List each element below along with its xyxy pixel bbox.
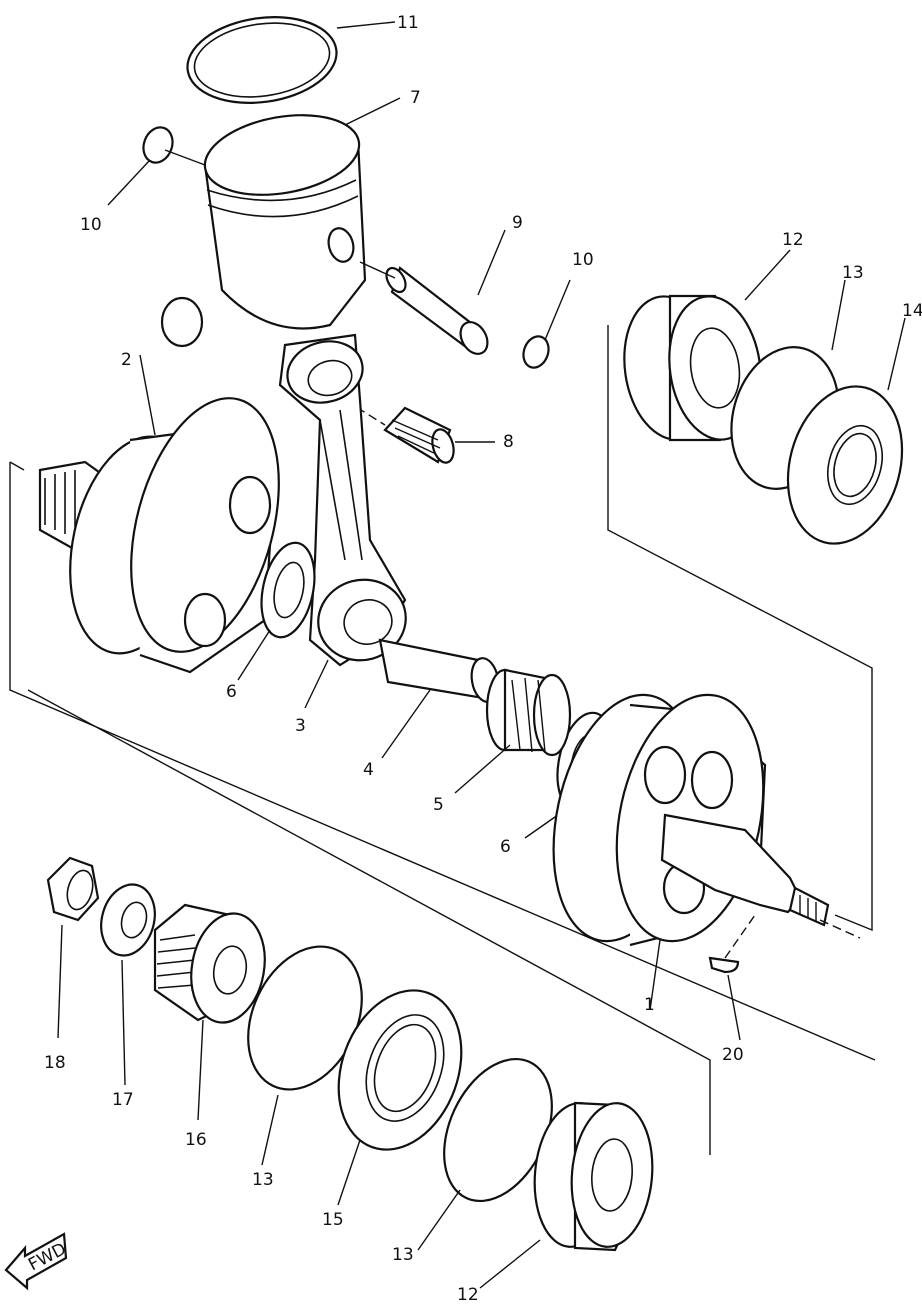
callout-labels: 11 7 10 9 10 8 2 6 3 4 5 6 1 20 12 13 14… (25, 13, 922, 1305)
lock-washer (100, 883, 156, 1086)
callout-crank-right: 1 (644, 995, 655, 1015)
piston-pin (359, 229, 506, 355)
callout-piston: 7 (410, 88, 421, 108)
big-end-bearing (454, 668, 572, 794)
circlip-right (522, 279, 571, 369)
piston-ring (186, 16, 396, 104)
callout-key: 20 (722, 1045, 744, 1065)
circlip-lower-b (417, 1057, 553, 1251)
callout-oil-seal-lower: 15 (322, 1210, 344, 1230)
callout-bearing-upper: 12 (782, 230, 804, 250)
callout-crank-left: 2 (121, 350, 132, 370)
crank-left (38, 296, 280, 674)
woodruff-key (708, 914, 756, 1041)
callout-conrod: 3 (295, 716, 306, 736)
callout-nut: 18 (44, 1053, 66, 1073)
drive-gear (153, 903, 266, 1121)
callout-piston-pin: 9 (512, 213, 523, 233)
callout-crank-pin: 4 (363, 760, 374, 780)
oil-seal-lower (337, 989, 463, 1206)
crank-pin (378, 638, 500, 759)
callout-bearing-lower: 12 (457, 1285, 479, 1301)
crank-right (552, 693, 861, 1011)
fwd-arrow (4, 1232, 68, 1291)
callout-lock-washer: 17 (112, 1090, 134, 1110)
oil-seal-upper (786, 317, 906, 545)
nut (46, 856, 100, 1039)
callout-circlip-lower-a: 13 (252, 1170, 274, 1190)
washer-left (237, 541, 316, 681)
callout-circlip-upper: 13 (842, 263, 864, 283)
callout-washer-right: 6 (500, 837, 511, 857)
callout-circlip-left: 10 (80, 215, 102, 235)
circlip-left (107, 126, 206, 206)
piston (203, 97, 401, 330)
small-end-bearing (344, 399, 495, 464)
callout-washer-left: 6 (226, 682, 237, 702)
callout-circlip-lower-b: 13 (392, 1245, 414, 1265)
callout-small-end-bearing: 8 (503, 432, 514, 452)
callout-oil-seal-upper: 14 (902, 301, 922, 321)
callout-circlip-right: 10 (572, 250, 594, 270)
callout-big-end-bearing: 5 (433, 795, 444, 815)
group-boundary-lines (9, 325, 876, 1155)
bearing-lower (479, 1101, 654, 1289)
callout-gear: 16 (185, 1130, 207, 1150)
callout-piston-ring: 11 (397, 13, 419, 33)
